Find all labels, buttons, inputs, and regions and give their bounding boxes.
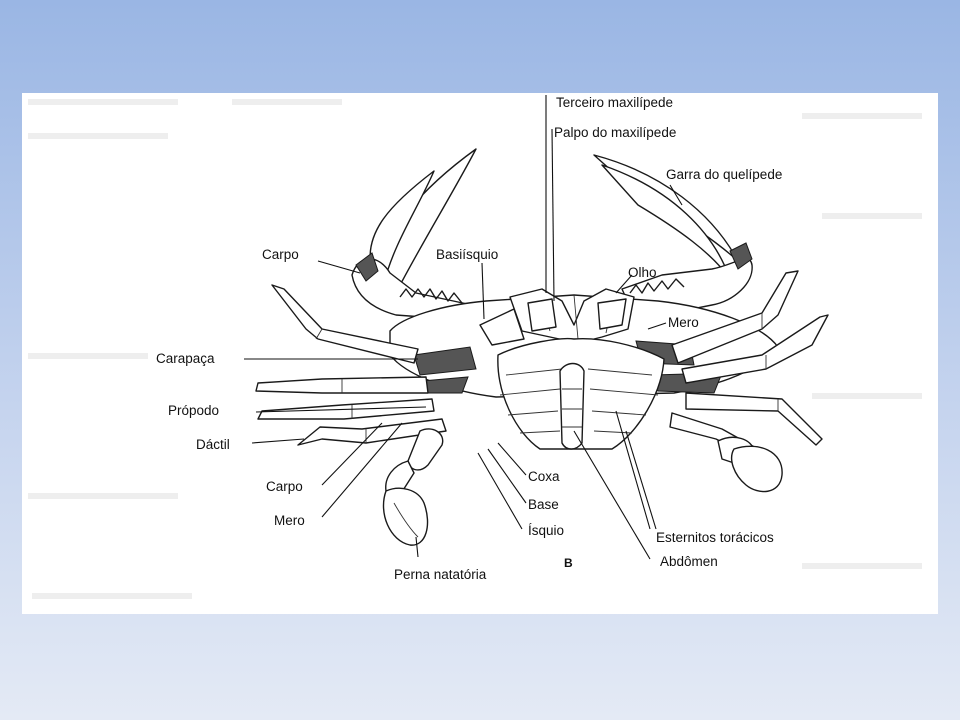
- panel-label: B: [564, 556, 573, 570]
- leader-garra-quelipede: [669, 184, 683, 206]
- left-claw-dactyl: [369, 170, 435, 284]
- leader-olho: [615, 274, 633, 294]
- label-propodo: Própodo: [168, 403, 219, 418]
- basiischium-segment: [479, 308, 525, 346]
- leader-esternitos-2: [625, 430, 657, 530]
- label-carpo-bottom: Carpo: [266, 479, 303, 494]
- third-maxilliped-left: [527, 298, 557, 332]
- label-carapaca: Carapaça: [156, 351, 215, 366]
- leader-carpo-top: [317, 260, 361, 274]
- label-coxa: Coxa: [528, 469, 560, 484]
- label-base: Base: [528, 497, 559, 512]
- label-olho: Olho: [628, 265, 657, 280]
- carapace-left-shade: [413, 346, 477, 376]
- leader-propodo: [255, 406, 427, 413]
- right-carpus-shade: [729, 242, 753, 270]
- leader-carpo-bottom: [321, 422, 383, 486]
- label-abdomen: Abdômen: [660, 554, 718, 569]
- diagram-labels: Terceiro maxilípede Palpo do maxilípede …: [156, 95, 782, 582]
- right-leg-3: [685, 392, 823, 446]
- right-leg-2: [681, 314, 829, 384]
- label-carpo-top: Carpo: [262, 247, 299, 262]
- left-claw-teeth: [399, 288, 463, 304]
- right-leg-1: [671, 270, 799, 364]
- leader-dactil: [251, 438, 305, 444]
- third-maxilliped-right: [597, 298, 627, 330]
- abdomen: [559, 362, 585, 450]
- label-terceiro-maxilipede: Terceiro maxilípede: [556, 95, 673, 110]
- leader-palpo-maxilipede: [551, 128, 555, 302]
- leader-mero-left: [321, 422, 403, 518]
- leader-perna-natatoria: [415, 536, 419, 558]
- leader-esternitos-1: [615, 410, 651, 530]
- left-carpus-shade: [355, 252, 379, 282]
- leader-coxa: [497, 442, 527, 476]
- scan-background-texture: [28, 99, 922, 599]
- slide-panel: Terceiro maxilípede Palpo do maxilípede …: [22, 93, 938, 614]
- crab-illustration: [255, 148, 829, 546]
- leader-isquio: [477, 452, 523, 530]
- label-mero-left: Mero: [274, 513, 305, 528]
- label-garra-quelipede: Garra do quelípede: [666, 167, 782, 182]
- label-perna-natatoria: Perna natatória: [394, 567, 487, 582]
- label-esternitos-toracicos: Esternitos torácicos: [656, 530, 774, 545]
- label-palpo-maxilipede: Palpo do maxilípede: [554, 125, 676, 140]
- leader-abdomen: [573, 430, 651, 560]
- label-isquio: Ísquio: [528, 523, 564, 538]
- leader-base: [487, 448, 527, 504]
- label-mero-right: Mero: [668, 315, 699, 330]
- label-basiisquio: Basiísquio: [436, 247, 498, 262]
- left-swimming-leg-paddle: [382, 487, 429, 546]
- leader-basiisquio: [481, 262, 485, 320]
- right-swimming-leg-paddle: [730, 445, 783, 493]
- leader-mero-right: [647, 322, 667, 330]
- label-dactil: Dáctil: [196, 437, 230, 452]
- leader-lines: [244, 95, 683, 560]
- crab-diagram: Terceiro maxilípede Palpo do maxilípede …: [28, 95, 922, 599]
- right-claw-teeth: [629, 278, 685, 294]
